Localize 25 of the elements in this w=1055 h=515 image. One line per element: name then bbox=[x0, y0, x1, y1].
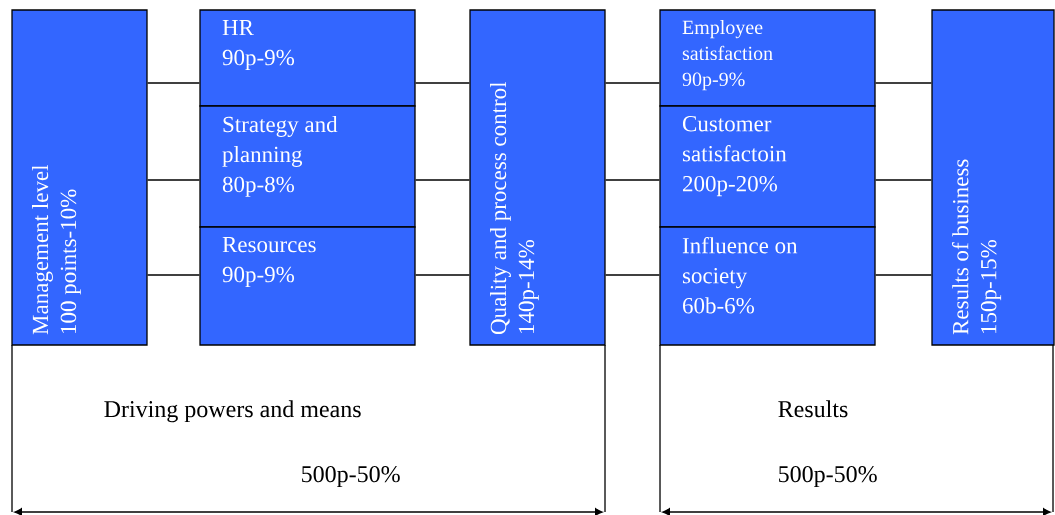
score-label: 500p-50% bbox=[302, 466, 400, 488]
section-title: Results bbox=[778, 400, 848, 418]
process-box: Resources 90p-9% bbox=[199, 226, 416, 346]
connector-line bbox=[147, 274, 200, 276]
process-box: HR 90p-9% bbox=[199, 9, 416, 107]
process-box: Influence on society 60b-6% bbox=[659, 226, 876, 346]
connector-line bbox=[147, 82, 200, 84]
connector-line bbox=[415, 274, 470, 276]
connector-line bbox=[605, 82, 660, 84]
score-label: 500p-50% bbox=[779, 466, 877, 488]
process-box: Strategy and planning 80p-8% bbox=[199, 105, 416, 228]
connector-line bbox=[415, 82, 470, 84]
process-box: Management level 100 points-10% bbox=[11, 9, 148, 346]
process-box: Quality and process control 140p-14% bbox=[469, 9, 606, 346]
section-title: Driving powers and means bbox=[104, 400, 361, 423]
process-box: Employee satisfaction 90p-9% bbox=[659, 9, 876, 107]
process-box: Results of business 150p-15% bbox=[931, 9, 1055, 346]
connector-line bbox=[875, 179, 932, 181]
connector-line bbox=[147, 179, 200, 181]
connector-line bbox=[605, 274, 660, 276]
connector-line bbox=[875, 82, 932, 84]
connector-line bbox=[875, 274, 932, 276]
process-box: Customer satisfactoin 200p-20% bbox=[659, 105, 876, 228]
connector-line bbox=[415, 179, 470, 181]
connector-line bbox=[605, 179, 660, 181]
